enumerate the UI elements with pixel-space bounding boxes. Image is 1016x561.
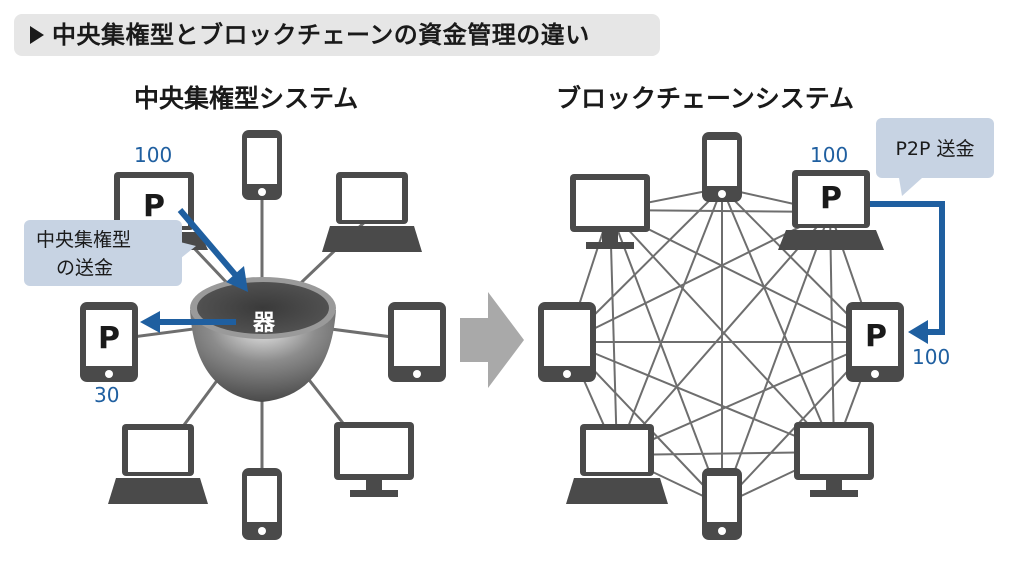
mesh-line (721, 187, 835, 453)
smartphone-icon (702, 132, 742, 202)
mesh-line (616, 187, 723, 456)
sender-balance: 100 (134, 143, 172, 167)
node-label: P (820, 181, 842, 216)
node-label: P (98, 321, 120, 356)
receiver-tablet-icon: P (846, 302, 904, 382)
transition-arrow-icon (460, 292, 524, 388)
p2p-transfer-arrow (870, 201, 945, 344)
centralized-transfer-callout: 中央集権型 の送金 (24, 220, 196, 286)
p2p-transfer-callout: P2P 送金 (876, 118, 994, 196)
laptop-icon (566, 424, 668, 504)
sender-laptop-icon: P (100, 172, 208, 250)
mesh-line (829, 211, 835, 453)
mesh-line (609, 209, 723, 506)
title-bar: 中央集権型とブロックチェーンの資金管理の違い (14, 14, 660, 56)
laptop-icon (108, 424, 208, 504)
desktop-monitor-icon (794, 422, 874, 497)
play-arrow-icon (30, 26, 44, 44)
callout-line-2: の送金 (56, 257, 113, 279)
desktop-monitor-icon (334, 422, 414, 497)
callout-line-1: 中央集権型 (36, 229, 131, 251)
mesh-line (616, 211, 831, 456)
mesh-line (609, 209, 835, 453)
center-label: 器 (252, 311, 276, 336)
sender-balance: 100 (810, 143, 848, 167)
smartphone-icon (242, 130, 282, 200)
left-section-title: 中央集権型システム (134, 84, 359, 113)
callout-text: P2P 送金 (895, 138, 974, 160)
mesh-line (721, 211, 831, 506)
tablet-icon (538, 302, 596, 382)
mesh-line (609, 209, 618, 456)
transfer-arrow-in (177, 208, 248, 292)
smartphone-icon (702, 468, 742, 540)
right-section-title: ブロックチェーンシステム (556, 84, 855, 113)
sender-laptop-icon: P (778, 170, 884, 250)
laptop-icon (322, 172, 422, 252)
mesh-line (616, 341, 876, 456)
node-label: P (865, 319, 887, 354)
node-label: P (143, 189, 165, 224)
tablet-icon (388, 302, 446, 382)
receiver-balance: 100 (912, 345, 950, 369)
page-title: 中央集権型とブロックチェーンの資金管理の違い (52, 21, 590, 49)
transfer-arrow-out (140, 311, 236, 333)
receiver-tablet-icon: P (80, 302, 138, 382)
central-server-bowl: 器 (190, 277, 336, 402)
receiver-balance: 30 (94, 383, 119, 407)
smartphone-icon (242, 468, 282, 540)
desktop-monitor-icon (570, 174, 650, 249)
